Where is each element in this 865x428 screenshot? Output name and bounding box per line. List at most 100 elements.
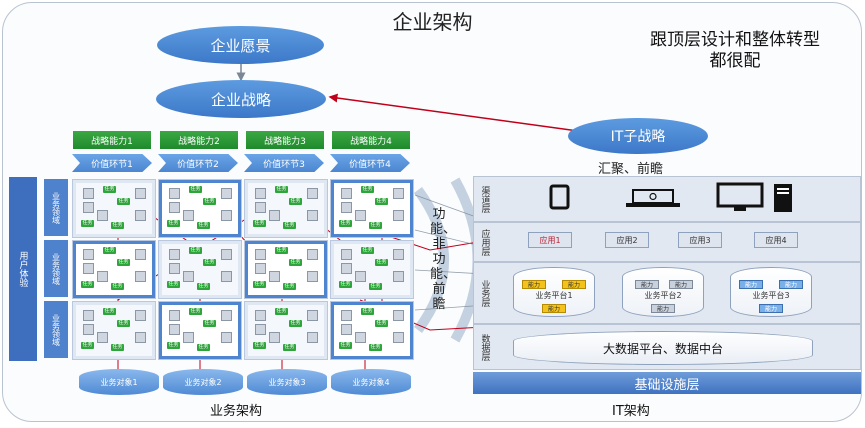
- business-object-4: 业务对象4: [331, 369, 411, 395]
- task-chip: 任务: [369, 222, 382, 229]
- activity-block: [255, 249, 266, 260]
- value-chain-3: 价值环节3: [244, 154, 324, 172]
- activity-block: [221, 310, 232, 321]
- activity-block: [221, 332, 232, 343]
- value-chain-4: 价值环节4: [330, 154, 410, 172]
- platform-3-capability-3: 能力: [759, 304, 783, 313]
- platform-3-capability-2: 能力: [779, 280, 803, 289]
- activity-block: [83, 188, 94, 199]
- activity-block: [341, 310, 352, 321]
- application-2: 应用2: [605, 232, 649, 248]
- task-chip: 任务: [283, 283, 296, 290]
- task-chip: 任务: [189, 308, 202, 315]
- activity-block: [135, 210, 146, 221]
- activity-block: [341, 263, 352, 274]
- business-object-3: 业务对象3: [247, 369, 327, 395]
- activity-block: [221, 271, 232, 282]
- activity-block: [341, 324, 352, 335]
- activity-block: [307, 249, 318, 260]
- business-cell: 任务任务任务任务: [158, 179, 242, 238]
- activity-block: [135, 249, 146, 260]
- page-title: 企业架构: [392, 10, 473, 34]
- task-chip: 任务: [283, 344, 296, 351]
- activity-block: [255, 324, 266, 335]
- activity-block: [393, 271, 404, 282]
- task-chip: 任务: [197, 344, 210, 351]
- task-chip: 任务: [189, 186, 202, 193]
- task-chip: 任务: [253, 220, 266, 227]
- activity-block: [221, 210, 232, 221]
- task-chip: 任务: [361, 186, 374, 193]
- activity-block: [183, 210, 194, 221]
- task-chip: 任务: [375, 198, 388, 205]
- application-3: 应用3: [678, 232, 722, 248]
- activity-block: [83, 249, 94, 260]
- task-chip: 任务: [117, 198, 130, 205]
- application-4: 应用4: [754, 232, 798, 248]
- activity-block: [255, 188, 266, 199]
- task-chip: 任务: [189, 247, 202, 254]
- platform-2-label: 业务平台2: [644, 291, 682, 300]
- task-chip: 任务: [103, 247, 116, 254]
- it-strategy-label: IT子战略: [610, 129, 666, 145]
- laptop-icon: [626, 189, 680, 207]
- business-cell: 任务任务任务任务: [244, 240, 328, 299]
- activity-block: [393, 249, 404, 260]
- business-platform-1: 能力 能力 业务平台1 能力: [513, 267, 595, 317]
- infrastructure-layer: 基础设施层: [473, 372, 861, 394]
- task-chip: 任务: [253, 342, 266, 349]
- business-cell: 任务任务任务任务: [158, 240, 242, 299]
- annotation-note-line1: 跟顶层设计和整体转型: [650, 30, 820, 50]
- business-cell: 任务任务任务任务: [72, 179, 156, 238]
- annotation-note: 跟顶层设计和整体转型 都很配: [615, 30, 855, 72]
- activity-block: [269, 332, 280, 343]
- activity-block: [183, 271, 194, 282]
- activity-block: [393, 188, 404, 199]
- business-architecture-caption: 业务架构: [210, 404, 263, 419]
- task-chip: 任务: [111, 283, 124, 290]
- business-cell: 任务任务任务任务: [330, 179, 414, 238]
- task-chip: 任务: [289, 198, 302, 205]
- activity-block: [135, 332, 146, 343]
- business-cell: 任务任务任务任务: [158, 301, 242, 360]
- user-experience-label: 用户体验: [17, 251, 28, 287]
- task-chip: 任务: [103, 308, 116, 315]
- activity-block: [393, 332, 404, 343]
- business-cell: 任务任务任务任务: [330, 301, 414, 360]
- activity-block: [269, 210, 280, 221]
- data-platform: 大数据平台、数据中台: [513, 331, 813, 365]
- activity-block: [135, 310, 146, 321]
- task-chip: 任务: [339, 342, 352, 349]
- annotation-note-line2: 都很配: [709, 51, 761, 71]
- channel-layer: [473, 176, 861, 222]
- task-chip: 任务: [283, 222, 296, 229]
- capability-3: 战略能力3: [246, 131, 324, 149]
- platform-2-capability-2: 能力: [669, 280, 693, 289]
- platform-1-label: 业务平台1: [535, 291, 573, 300]
- activity-block: [307, 310, 318, 321]
- activity-block: [307, 188, 318, 199]
- application-1: 应用1: [528, 232, 572, 248]
- activity-block: [83, 324, 94, 335]
- data-platform-label: 大数据平台、数据中台: [602, 341, 723, 356]
- activity-block: [341, 249, 352, 260]
- task-chip: 任务: [369, 344, 382, 351]
- task-chip: 任务: [197, 222, 210, 229]
- activity-block: [97, 271, 108, 282]
- activity-block: [169, 202, 180, 213]
- data-layer-label: 数据层: [479, 333, 490, 361]
- task-chip: 任务: [375, 259, 388, 266]
- row-label-2: 业务领域: [44, 240, 68, 297]
- row-label-3: 业务领域: [44, 301, 68, 358]
- task-chip: 任务: [289, 259, 302, 266]
- business-platform-2: 能力 能力 业务平台2 能力: [622, 267, 704, 317]
- capability-2: 战略能力2: [160, 131, 238, 149]
- task-chip: 任务: [339, 220, 352, 227]
- enterprise-strategy: 企业战略: [156, 80, 326, 118]
- business-cell: 任务任务任务任务: [244, 301, 328, 360]
- activity-block: [221, 188, 232, 199]
- activity-block: [135, 188, 146, 199]
- user-experience-sidebar: 用户体验: [9, 177, 37, 361]
- task-chip: 任务: [81, 220, 94, 227]
- business-object-2: 业务对象2: [163, 369, 243, 395]
